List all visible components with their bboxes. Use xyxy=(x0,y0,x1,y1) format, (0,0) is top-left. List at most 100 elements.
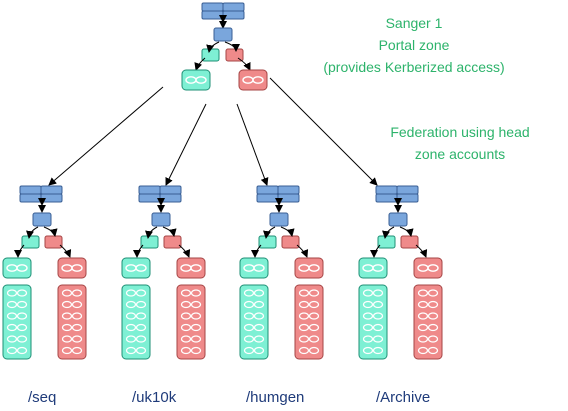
federation-arrow-uk10k xyxy=(165,103,207,186)
disk-platter xyxy=(252,76,264,84)
rack-unit xyxy=(40,185,63,195)
storage-body xyxy=(294,284,324,360)
red-to-disk-link xyxy=(296,244,309,258)
disk-platter xyxy=(372,300,384,309)
disk-platter xyxy=(253,335,265,343)
disk-platter xyxy=(180,300,192,309)
disk-platter xyxy=(372,264,384,272)
disk-platter xyxy=(372,312,384,320)
disk-platter xyxy=(16,346,28,355)
disk-platter xyxy=(308,300,320,309)
disk-platter xyxy=(427,300,439,309)
rack-unit xyxy=(277,185,300,195)
disk-platter xyxy=(190,312,202,320)
server-rack-icon xyxy=(256,185,300,203)
disk-icon xyxy=(121,257,151,279)
disk-platter xyxy=(417,289,429,297)
disk-platter xyxy=(135,264,147,272)
disk-platter xyxy=(6,300,18,309)
disk-platter xyxy=(135,323,147,332)
disk-platter xyxy=(135,346,147,355)
disk-platter xyxy=(71,289,83,297)
resource-server-icon xyxy=(140,235,159,249)
federation-note-line-1: Federation using head xyxy=(390,124,529,140)
disk-platter xyxy=(6,323,18,332)
rack-unit xyxy=(40,193,63,203)
rack-unit xyxy=(222,10,245,20)
disk-platter xyxy=(16,264,28,272)
server-rack-icon xyxy=(201,2,245,20)
server-rack-icon xyxy=(138,185,182,203)
disk-platter xyxy=(180,323,192,332)
storage-array-icon xyxy=(358,284,388,360)
green-to-disk-link xyxy=(194,57,206,71)
storage-body xyxy=(57,284,87,360)
resource-server-icon xyxy=(258,235,277,249)
disk-platter xyxy=(362,335,374,343)
federation-arrow-seq xyxy=(48,86,164,186)
red-to-disk-link xyxy=(59,244,72,258)
green-to-disk-link xyxy=(251,244,262,258)
disk-platter xyxy=(362,300,374,309)
disk-platter xyxy=(16,335,28,343)
disk-platter xyxy=(6,312,18,320)
resource-server-icon xyxy=(400,235,419,249)
icat-to-green-link xyxy=(26,226,39,239)
disk-platter xyxy=(243,312,255,320)
disk-platter xyxy=(195,76,207,84)
disk-platter xyxy=(427,346,439,355)
disk-platter xyxy=(125,323,137,332)
red-to-disk-link xyxy=(237,57,251,71)
federation-arrow-humgen xyxy=(236,103,269,186)
rack-unit xyxy=(138,185,161,195)
disk-platter xyxy=(298,323,310,332)
disk-platter xyxy=(417,300,429,309)
disk-platter xyxy=(243,289,255,297)
disk-platter xyxy=(298,289,310,297)
disk-platter xyxy=(243,300,255,309)
disk-platter xyxy=(417,335,429,343)
disk-platter xyxy=(16,323,28,332)
server-rack-icon xyxy=(375,185,419,203)
rack-unit xyxy=(201,2,224,12)
disk-platter xyxy=(308,264,320,272)
disk-platter xyxy=(71,346,83,355)
disk-platter xyxy=(372,346,384,355)
disk-platter xyxy=(125,289,137,297)
zone-label-uk10k[interactable]: /uk10k xyxy=(132,389,177,406)
disk-platter xyxy=(71,300,83,309)
disk-platter xyxy=(190,264,202,272)
icat-server-icon xyxy=(269,212,289,227)
disk-platter xyxy=(427,335,439,343)
disk-platter xyxy=(308,323,320,332)
icat-to-red-link xyxy=(162,226,177,237)
zone-label-seq[interactable]: /seq xyxy=(28,389,56,406)
icat-to-green-link xyxy=(145,226,158,239)
resource-server-icon xyxy=(201,48,220,62)
disk-platter xyxy=(6,335,18,343)
rack-unit xyxy=(396,185,419,195)
red-to-disk-link xyxy=(178,244,191,258)
storage-array-icon xyxy=(294,284,324,360)
zone-label-humgen[interactable]: /humgen xyxy=(246,389,304,406)
storage-array-icon xyxy=(239,284,269,360)
rack-unit xyxy=(138,193,161,203)
disk-platter xyxy=(417,346,429,355)
disk-platter xyxy=(61,289,73,297)
federation-arrow-archive xyxy=(269,77,378,186)
icat-to-green-link xyxy=(263,226,276,239)
storage-body xyxy=(239,284,269,360)
storage-array-icon xyxy=(176,284,206,360)
disk-platter xyxy=(61,335,73,343)
disk-platter xyxy=(190,323,202,332)
disk-platter xyxy=(372,289,384,297)
disk-platter xyxy=(135,335,147,343)
disk-platter xyxy=(362,346,374,355)
red-to-disk-link xyxy=(415,244,428,258)
icat-server-icon xyxy=(32,212,52,227)
disk-platter xyxy=(308,289,320,297)
disk-platter xyxy=(427,289,439,297)
zone-label-archive[interactable]: /Archive xyxy=(376,389,430,406)
icat-server-icon xyxy=(151,212,171,227)
icat-to-green-link xyxy=(206,41,220,53)
